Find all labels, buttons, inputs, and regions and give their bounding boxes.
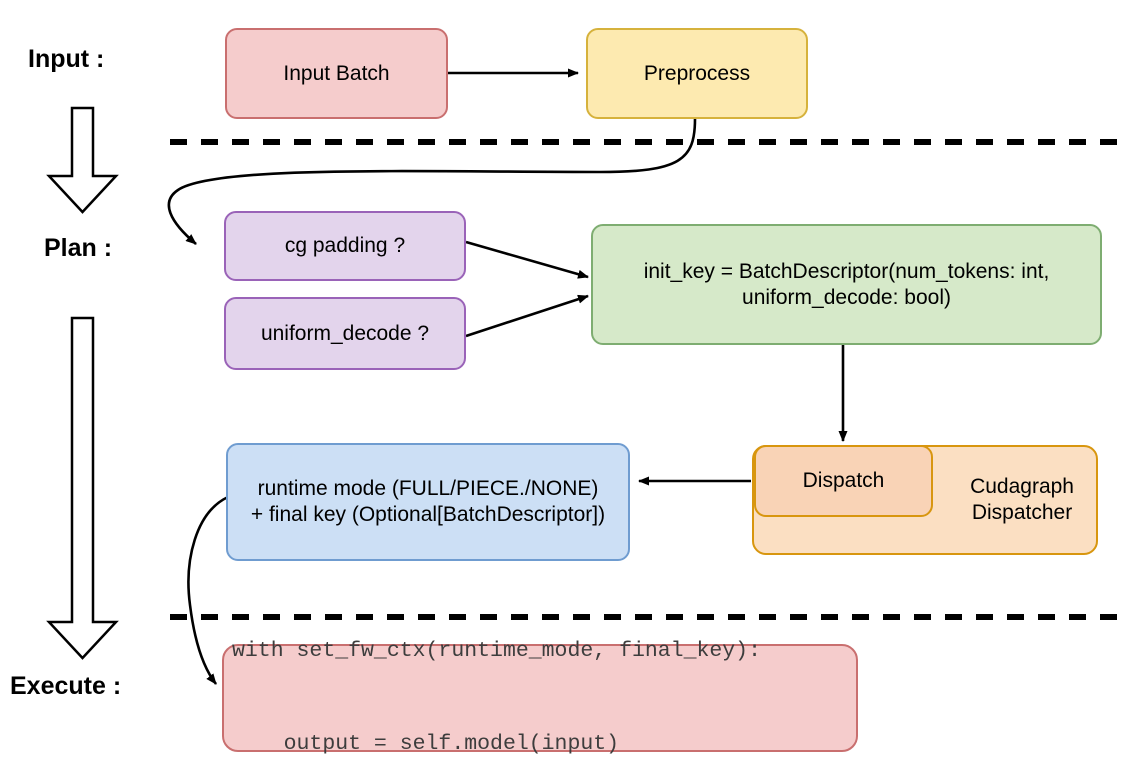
node-code-block-line-2: output = self.model(input) — [232, 732, 620, 757]
node-init-key-line-1: init_key = BatchDescriptor(num_tokens: i… — [643, 259, 1050, 283]
node-dispatch[interactable]: Dispatch — [754, 445, 933, 517]
node-dispatch-label: Dispatch — [802, 469, 885, 493]
edge-cg-padding-to-init-key — [465, 240, 589, 279]
stage-label-execute: Execute : — [10, 672, 122, 700]
node-runtime-mode-line-1: runtime mode (FULL/PIECE./NONE) — [257, 477, 599, 501]
plan-to-execute-flow-arrow — [46, 316, 119, 660]
node-input-batch[interactable]: Input Batch — [225, 28, 448, 119]
node-runtime-mode[interactable]: runtime mode (FULL/PIECE./NONE) + final … — [226, 443, 630, 561]
stage-label-input: Input : — [28, 45, 105, 73]
node-code-block-line-1: with set_fw_ctx(runtime_mode, final_key)… — [232, 638, 761, 663]
node-cg-padding-label: cg padding ? — [284, 234, 406, 258]
node-uniform-decode-label: uniform_decode ? — [260, 321, 430, 345]
node-input-batch-label: Input Batch — [283, 61, 390, 85]
node-cg-padding[interactable]: cg padding ? — [224, 211, 466, 281]
input-to-plan-flow-arrow — [46, 106, 119, 214]
stage-label-plan: Plan : — [44, 234, 113, 262]
node-cudagraph-dispatcher-line-1: Cudagraph — [970, 475, 1074, 499]
node-uniform-decode[interactable]: uniform_decode ? — [224, 297, 466, 370]
node-init-key-line-2: uniform_decode: bool) — [742, 285, 951, 309]
node-code-block[interactable]: with set_fw_ctx(runtime_mode, final_key)… — [222, 639, 858, 756]
node-cudagraph-dispatcher-line-2: Dispatcher — [971, 501, 1073, 524]
node-preprocess-label: Preprocess — [643, 61, 751, 85]
node-preprocess[interactable]: Preprocess — [586, 28, 808, 119]
node-runtime-mode-line-2: + final key (Optional[BatchDescriptor]) — [250, 503, 606, 526]
node-init-key[interactable]: init_key = BatchDescriptor(num_tokens: i… — [591, 224, 1102, 345]
edge-uniform-decode-to-init-key — [465, 294, 589, 338]
